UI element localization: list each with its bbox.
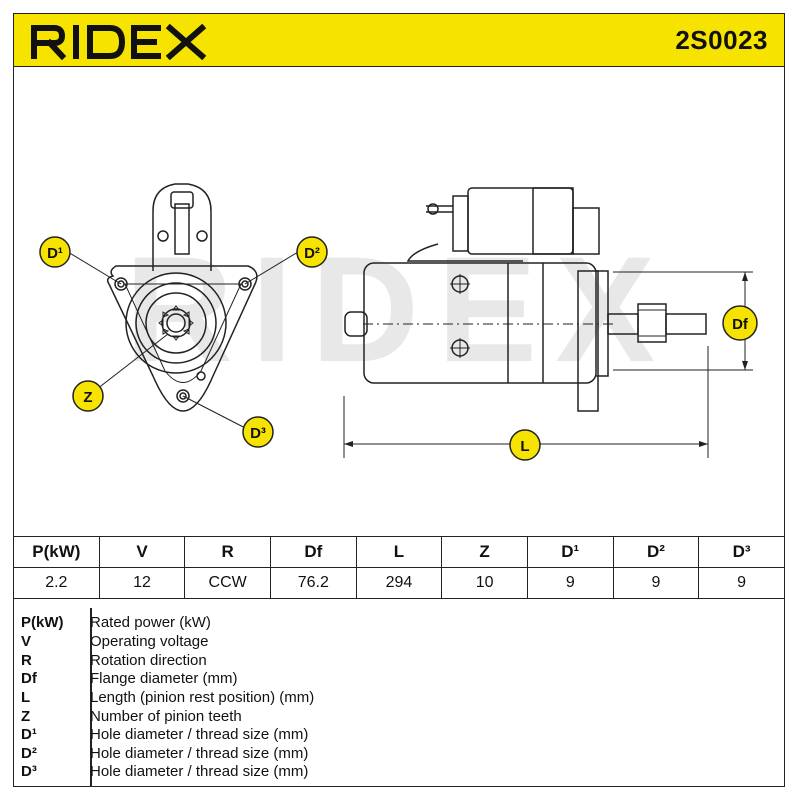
- spec-header-row: P(kW) V R Df L Z D¹ D² D³: [13, 536, 785, 568]
- legend-desc: Length (pinion rest position) (mm): [90, 689, 315, 706]
- spec-header-cell: L: [355, 536, 443, 568]
- spec-value-row: 2.2 12 CCW 76.2 294 10 9 9 9: [13, 567, 785, 599]
- legend-desc: Rotation direction: [90, 652, 207, 669]
- spec-header-cell: V: [98, 536, 186, 568]
- svg-text:D¹: D¹: [47, 245, 63, 262]
- side-view: [343, 187, 753, 458]
- spec-value-cell: 12: [98, 567, 186, 599]
- legend-desc: Hole diameter / thread size (mm): [90, 745, 309, 762]
- legend-desc: Flange diameter (mm): [90, 670, 238, 687]
- legend-key: P(kW): [21, 614, 64, 631]
- watermark-text: RIDEX: [125, 225, 673, 393]
- callout-d3: D³: [242, 416, 274, 448]
- legend-divider: [90, 608, 92, 787]
- spec-header-cell: R: [184, 536, 271, 568]
- legend-key: Z: [21, 708, 31, 725]
- legend-desc: Hole diameter / thread size (mm): [90, 726, 309, 743]
- legend-key: D²: [21, 745, 37, 762]
- technical-drawing: RIDEX: [39, 183, 758, 461]
- spec-table: P(kW) V R Df L Z D¹ D² D³ 2.2 12 CCW 76.…: [13, 536, 785, 599]
- spec-value-cell: 294: [355, 567, 443, 599]
- legend-key: R: [21, 652, 32, 669]
- svg-text:D²: D²: [304, 245, 320, 262]
- spec-header-cell: D²: [612, 536, 700, 568]
- callout-d1: D¹: [39, 236, 71, 268]
- spec-header-cell: Df: [269, 536, 357, 568]
- legend-desc: Number of pinion teeth: [90, 708, 242, 725]
- callout-l: L: [509, 429, 541, 461]
- spec-header-cell: Z: [441, 536, 528, 568]
- callout-df: Df: [722, 305, 758, 341]
- legend-desc: Operating voltage: [90, 633, 209, 650]
- legend-key: V: [21, 633, 32, 650]
- part-number: 2S0023: [675, 25, 768, 55]
- front-view: [67, 183, 299, 433]
- svg-text:D³: D³: [250, 425, 266, 442]
- spec-value-cell: 9: [612, 567, 700, 599]
- legend-desc: Hole diameter / thread size (mm): [90, 763, 309, 780]
- svg-text:Df: Df: [732, 316, 749, 333]
- legend-desc: Rated power (kW): [90, 614, 211, 631]
- callout-d2: D²: [296, 236, 328, 268]
- spec-value-cell: 2.2: [13, 567, 100, 599]
- legend-key: Df: [21, 670, 37, 687]
- spec-header-cell: D³: [698, 536, 785, 568]
- spec-header-cell: D¹: [526, 536, 614, 568]
- legend: P(kW) Rated power (kW) V Operating volta…: [13, 608, 785, 787]
- svg-text:Z: Z: [83, 389, 92, 406]
- header-bar: 2S0023: [13, 13, 785, 67]
- spec-value-cell: 76.2: [269, 567, 357, 599]
- spec-value-cell: 9: [526, 567, 614, 599]
- callout-z: Z: [72, 380, 104, 412]
- ridex-logo: [31, 23, 207, 60]
- spec-value-cell: 10: [441, 567, 528, 599]
- spec-header-cell: P(kW): [13, 536, 100, 568]
- legend-key: D¹: [21, 726, 37, 743]
- legend-key: D³: [21, 763, 37, 780]
- spec-value-cell: 9: [698, 567, 785, 599]
- legend-key: L: [21, 689, 31, 706]
- svg-text:L: L: [520, 438, 529, 455]
- spec-value-cell: CCW: [184, 567, 271, 599]
